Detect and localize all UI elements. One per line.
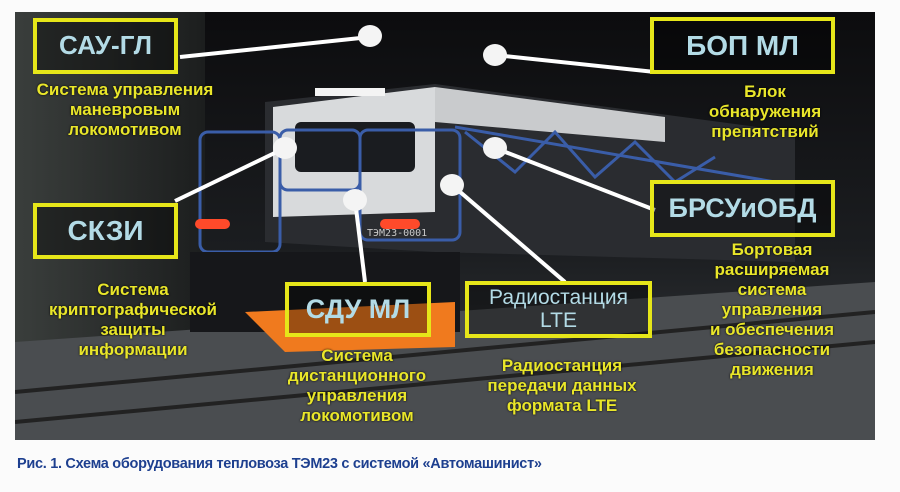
marker-sau bbox=[358, 25, 382, 47]
description-line: движения bbox=[730, 360, 814, 379]
description-line: безопасности bbox=[713, 340, 831, 359]
marker-bop bbox=[483, 44, 507, 66]
locomotive-photo bbox=[15, 12, 875, 440]
label-line: Радиостанция bbox=[489, 286, 628, 310]
marker-lte bbox=[440, 174, 464, 196]
description-sdu-ml: Система дистанционного управления локомо… bbox=[288, 346, 426, 426]
description-line: информации bbox=[78, 340, 188, 359]
description-brsu-obd: Бортовая расширяемая система управления … bbox=[710, 240, 834, 380]
locomotive-number-plate: ТЭМ23-0001 bbox=[367, 228, 428, 239]
description-line: локомотивом bbox=[68, 120, 182, 139]
description-line: криптографической bbox=[48, 300, 218, 319]
description-line: управления bbox=[306, 386, 408, 405]
label-box-brsu-obd: БРСУиОБД bbox=[650, 180, 835, 237]
label-box-bop-ml: БОП МЛ bbox=[650, 17, 835, 74]
description-line: Система bbox=[97, 280, 169, 299]
label-box-sau-gl: САУ-ГЛ bbox=[33, 18, 178, 74]
description-line: Бортовая bbox=[731, 240, 813, 259]
description-radio-lte: Радиостанция передачи данных формата LTE bbox=[487, 356, 636, 416]
description-line: и обеспечения bbox=[709, 320, 835, 339]
description-sau-gl: Система управления маневровым локомотиво… bbox=[37, 80, 214, 140]
marker-brsu bbox=[483, 137, 507, 159]
description-skzi: Система криптографической защиты информа… bbox=[49, 280, 217, 360]
description-line: защиты bbox=[100, 320, 166, 339]
description-line: обнаружения bbox=[708, 102, 822, 121]
description-line: Радиостанция bbox=[501, 356, 623, 375]
description-line: управления bbox=[721, 300, 823, 319]
figure-caption: Рис. 1. Схема оборудования тепловоза ТЭМ… bbox=[17, 456, 542, 472]
description-line: дистанционного bbox=[287, 366, 427, 385]
label-line: LTE bbox=[540, 308, 577, 332]
description-line: локомотивом bbox=[300, 406, 414, 425]
description-line: расширяемая bbox=[714, 260, 830, 279]
description-bop-ml: Блок обнаружения препятствий bbox=[709, 82, 821, 142]
description-line: формата LTE bbox=[506, 396, 618, 415]
marker-sdu bbox=[343, 189, 367, 211]
label-box-skzi: СКЗИ bbox=[33, 203, 178, 259]
marker-skzi bbox=[273, 137, 297, 159]
description-line: Блок bbox=[744, 82, 786, 101]
label-box-sdu-ml: СДУ МЛ bbox=[285, 282, 431, 337]
description-line: Система bbox=[321, 346, 393, 365]
description-line: препятствий bbox=[711, 122, 819, 141]
description-line: Система управления bbox=[36, 80, 214, 99]
description-line: система bbox=[737, 280, 807, 299]
leader-lines bbox=[174, 35, 656, 284]
label-box-radio-lte: Радиостанция LTE bbox=[465, 281, 652, 338]
description-line: передачи данных bbox=[487, 376, 637, 395]
description-line: маневровым bbox=[69, 100, 181, 119]
